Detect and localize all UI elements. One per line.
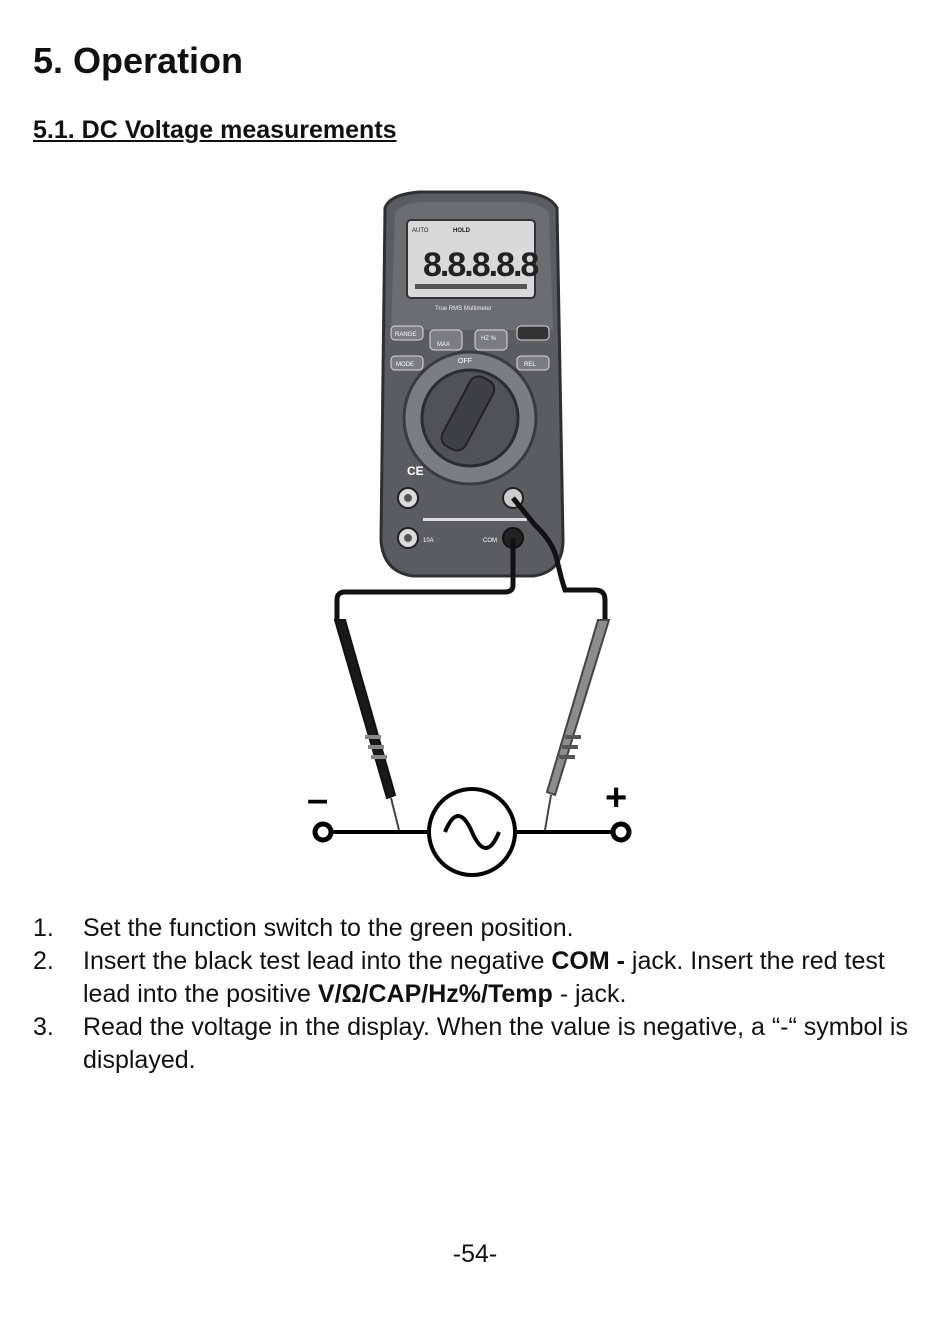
step-text: Insert the black test lead into the nega… — [83, 947, 552, 975]
step-text: Set the function switch to the green pos… — [83, 914, 574, 942]
step-item: 1. Set the function switch to the green p… — [33, 912, 913, 945]
rel-button-label: REL — [524, 362, 536, 368]
red-test-lead — [511, 496, 611, 831]
mode-button-label: MODE — [396, 362, 414, 368]
step-number: 1. — [33, 914, 54, 942]
model-label: True RMS Multimeter — [435, 306, 492, 312]
subsection-heading: 5.1. DC Voltage measurements — [33, 116, 397, 144]
section-heading: 5. Operation — [33, 40, 244, 81]
jack-10a-label: 10A — [423, 538, 434, 544]
step-text: - jack. — [552, 980, 627, 1008]
input-jacks: 10A COM — [397, 487, 527, 549]
lcd-hold-label: HOLD — [453, 228, 471, 234]
lcd-auto-label: AUTO — [412, 228, 429, 234]
hz-button-label: HZ % — [481, 336, 497, 342]
step-emphasis: V/Ω/CAP/Hz%/Temp — [317, 980, 553, 1008]
positive-sign: + — [605, 777, 627, 819]
ce-mark: CE — [407, 464, 424, 478]
multimeter-illustration: AUTO HOLD 8.8.8.8.8 True RMS Multimeter … — [307, 190, 632, 877]
step-text: jack. Insert the red test lead into the … — [83, 947, 885, 1008]
jack-com-label: COM — [483, 538, 497, 544]
black-test-lead — [333, 538, 516, 831]
step-number: 3. — [33, 1013, 54, 1041]
max-button-label: MAX — [437, 342, 450, 348]
page-number: -54- — [452, 1240, 498, 1268]
step-emphasis: COM - — [551, 947, 625, 975]
multimeter-body: AUTO HOLD 8.8.8.8.8 True RMS Multimeter … — [379, 190, 565, 578]
voltage-source: – + — [307, 777, 632, 877]
instruction-steps: 1. Set the function switch to the green p… — [33, 912, 913, 1077]
step-item: 3. Read the voltage in the display. When … — [33, 1011, 913, 1077]
rotary-dial: OFF — [402, 350, 538, 486]
negative-sign: – — [307, 779, 328, 821]
range-button-label: RANGE — [395, 332, 416, 338]
step-text: Read the voltage in the display. When th… — [83, 1013, 908, 1074]
lcd-digits: 8.8.8.8.8 — [423, 246, 538, 284]
dial-off-label: OFF — [458, 358, 472, 365]
step-item: 2. Insert the black test lead into the ne… — [33, 945, 913, 1011]
meter-buttons: RANGE MAX HZ % MODE REL — [390, 325, 550, 371]
step-number: 2. — [33, 947, 54, 975]
